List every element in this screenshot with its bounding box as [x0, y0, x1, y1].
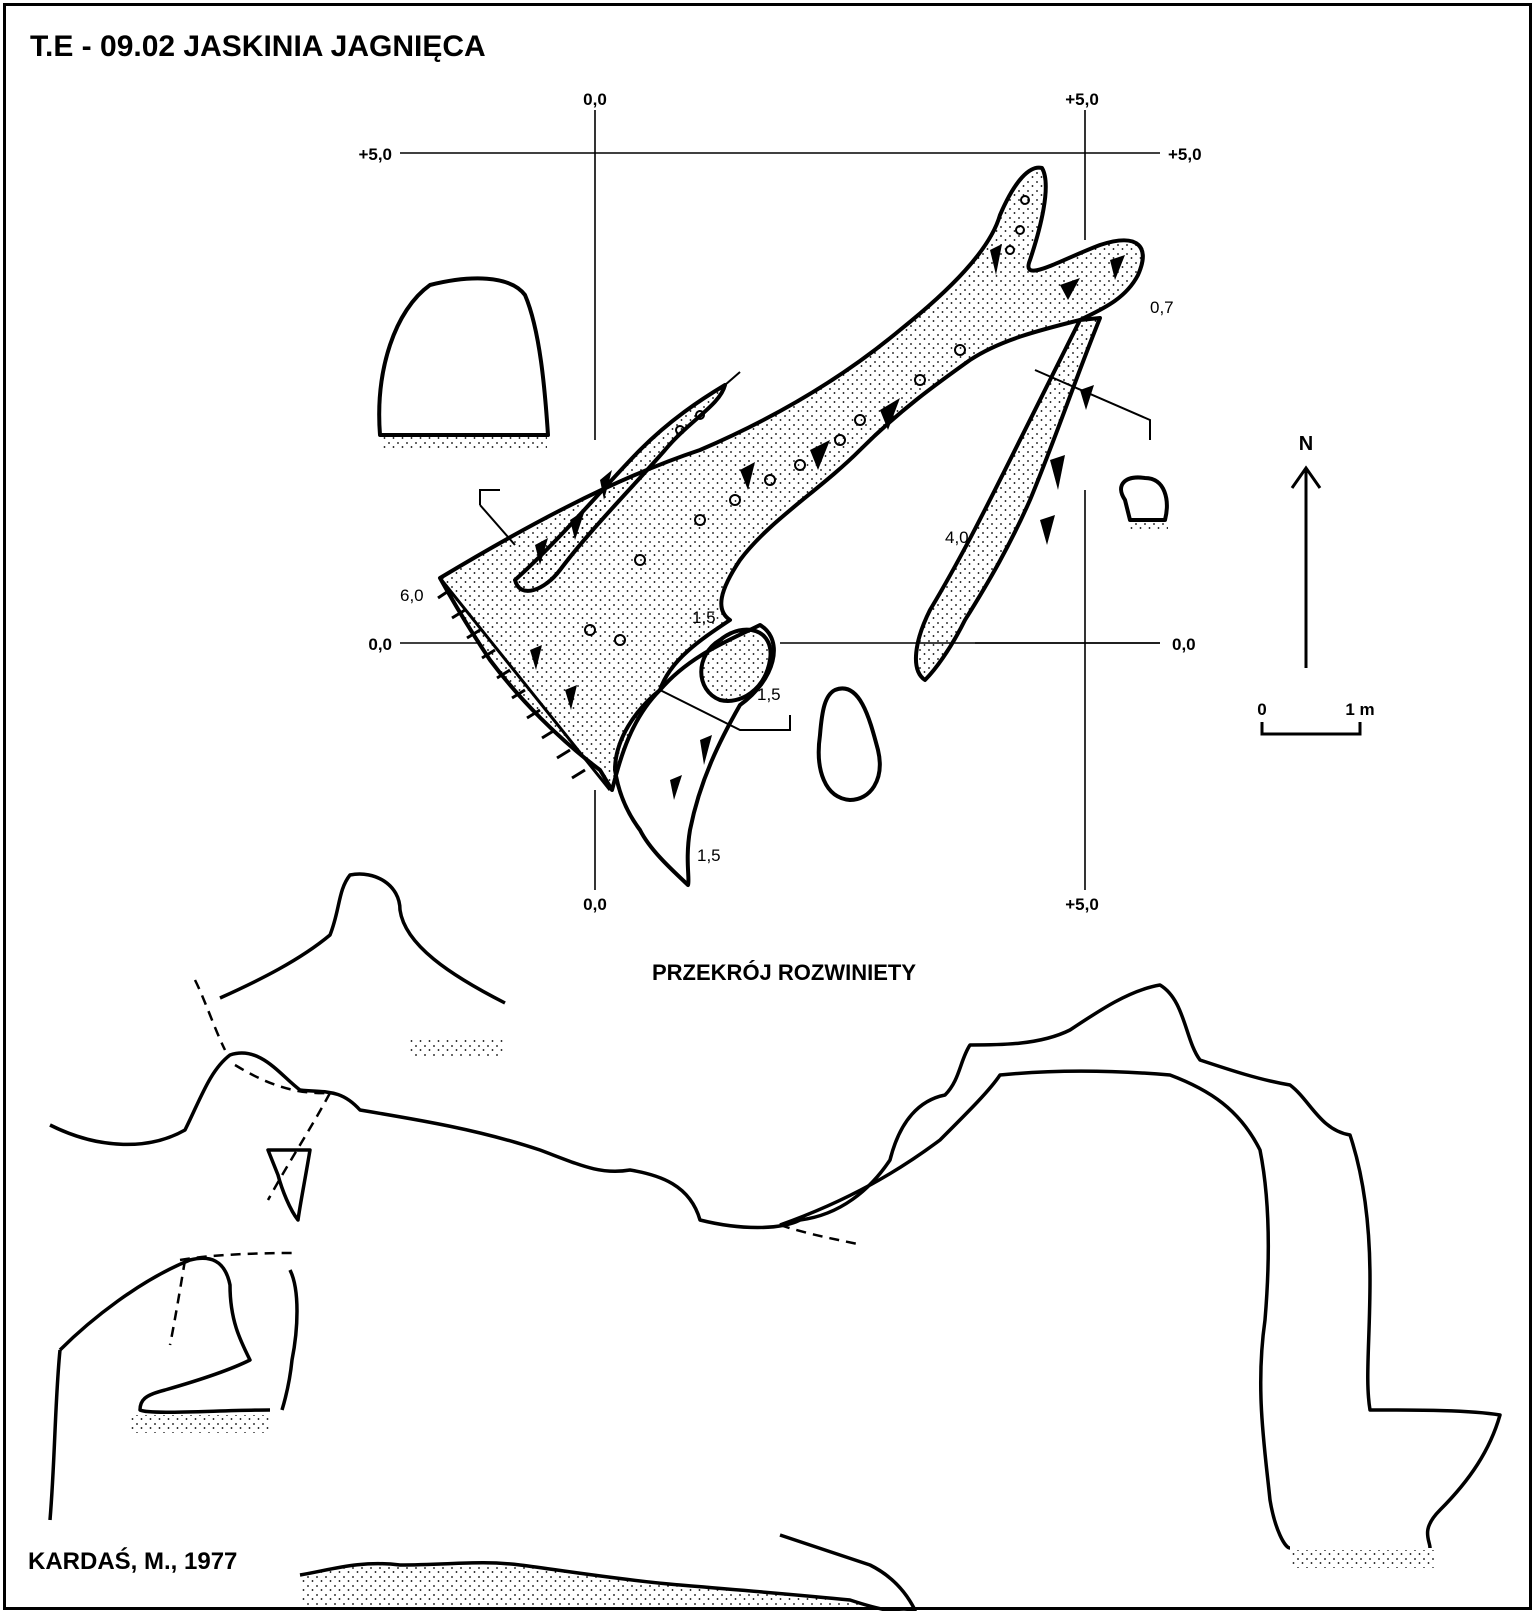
- grid-label-top-right: +5,0: [1065, 90, 1099, 109]
- isolated-chamber: [816, 686, 882, 802]
- section-dashed-lines: [168, 979, 863, 1346]
- author-credit: KARDAŚ, M., 1977: [28, 1548, 238, 1575]
- grid-label-right-mid: 0,0: [1172, 635, 1196, 654]
- side-passage-left: [513, 383, 727, 593]
- depth-label-1-5-b: 1,5: [757, 685, 781, 704]
- section-west-wall: [48, 1349, 62, 1521]
- plan-view: [377, 165, 1169, 887]
- cross-section-east: [1119, 475, 1169, 522]
- grid-label-left-mid: 0,0: [368, 635, 392, 654]
- developed-section: [48, 872, 1502, 1611]
- grid-label-top-left: 0,0: [583, 90, 607, 109]
- section-inner-wall: [280, 1269, 299, 1411]
- depth-label-0-7: 0,7: [1150, 298, 1174, 317]
- north-label: N: [1299, 433, 1313, 455]
- south-pocket: [613, 623, 776, 887]
- grid-label-bottom-right: +5,0: [1065, 895, 1099, 914]
- grid-label-left-top: +5,0: [358, 145, 392, 164]
- east-branch: [913, 316, 1102, 682]
- section-sediment: [130, 1040, 1434, 1611]
- section-markers: [479, 369, 1151, 731]
- main-passage: [438, 165, 1145, 792]
- grid-label-bottom-left: 0,0: [583, 895, 607, 914]
- depth-label-1-5-c: 1,5: [697, 846, 721, 865]
- section-rubble-block: [266, 1148, 312, 1222]
- depth-label-1-5-a: 1,5: [692, 608, 716, 627]
- depth-label-6-0: 6,0: [400, 586, 424, 605]
- grid-label-right-top: +5,0: [1168, 145, 1202, 164]
- sump-oval: [699, 627, 773, 703]
- cross-section-west-floor: [382, 435, 547, 451]
- section-ceiling-left: [219, 872, 506, 1005]
- cross-section-east-floor: [1130, 520, 1168, 532]
- section-inner-loop: [779, 1069, 1291, 1550]
- section-west-shaft: [58, 1256, 271, 1414]
- coordinate-grid: [400, 110, 1160, 890]
- scale-bar-icon: [1260, 722, 1362, 736]
- north-arrow-icon: [1290, 465, 1322, 668]
- section-title: PRZEKRÓJ ROZWINIETY: [652, 960, 917, 985]
- scale-label-zero: 0: [1257, 700, 1266, 719]
- cross-section-west: [377, 276, 550, 437]
- entrance-hachure: [437, 577, 612, 791]
- map-title: T.E - 09.02 JASKINIA JAGNIĘCA: [30, 30, 486, 63]
- depth-label-4-0: 4,0: [945, 528, 969, 547]
- scale-label-one: 1 m: [1345, 700, 1374, 719]
- section-ceiling-main: [49, 983, 1502, 1549]
- pebble-symbols: [584, 195, 1030, 646]
- rubble-symbols: [530, 244, 1125, 800]
